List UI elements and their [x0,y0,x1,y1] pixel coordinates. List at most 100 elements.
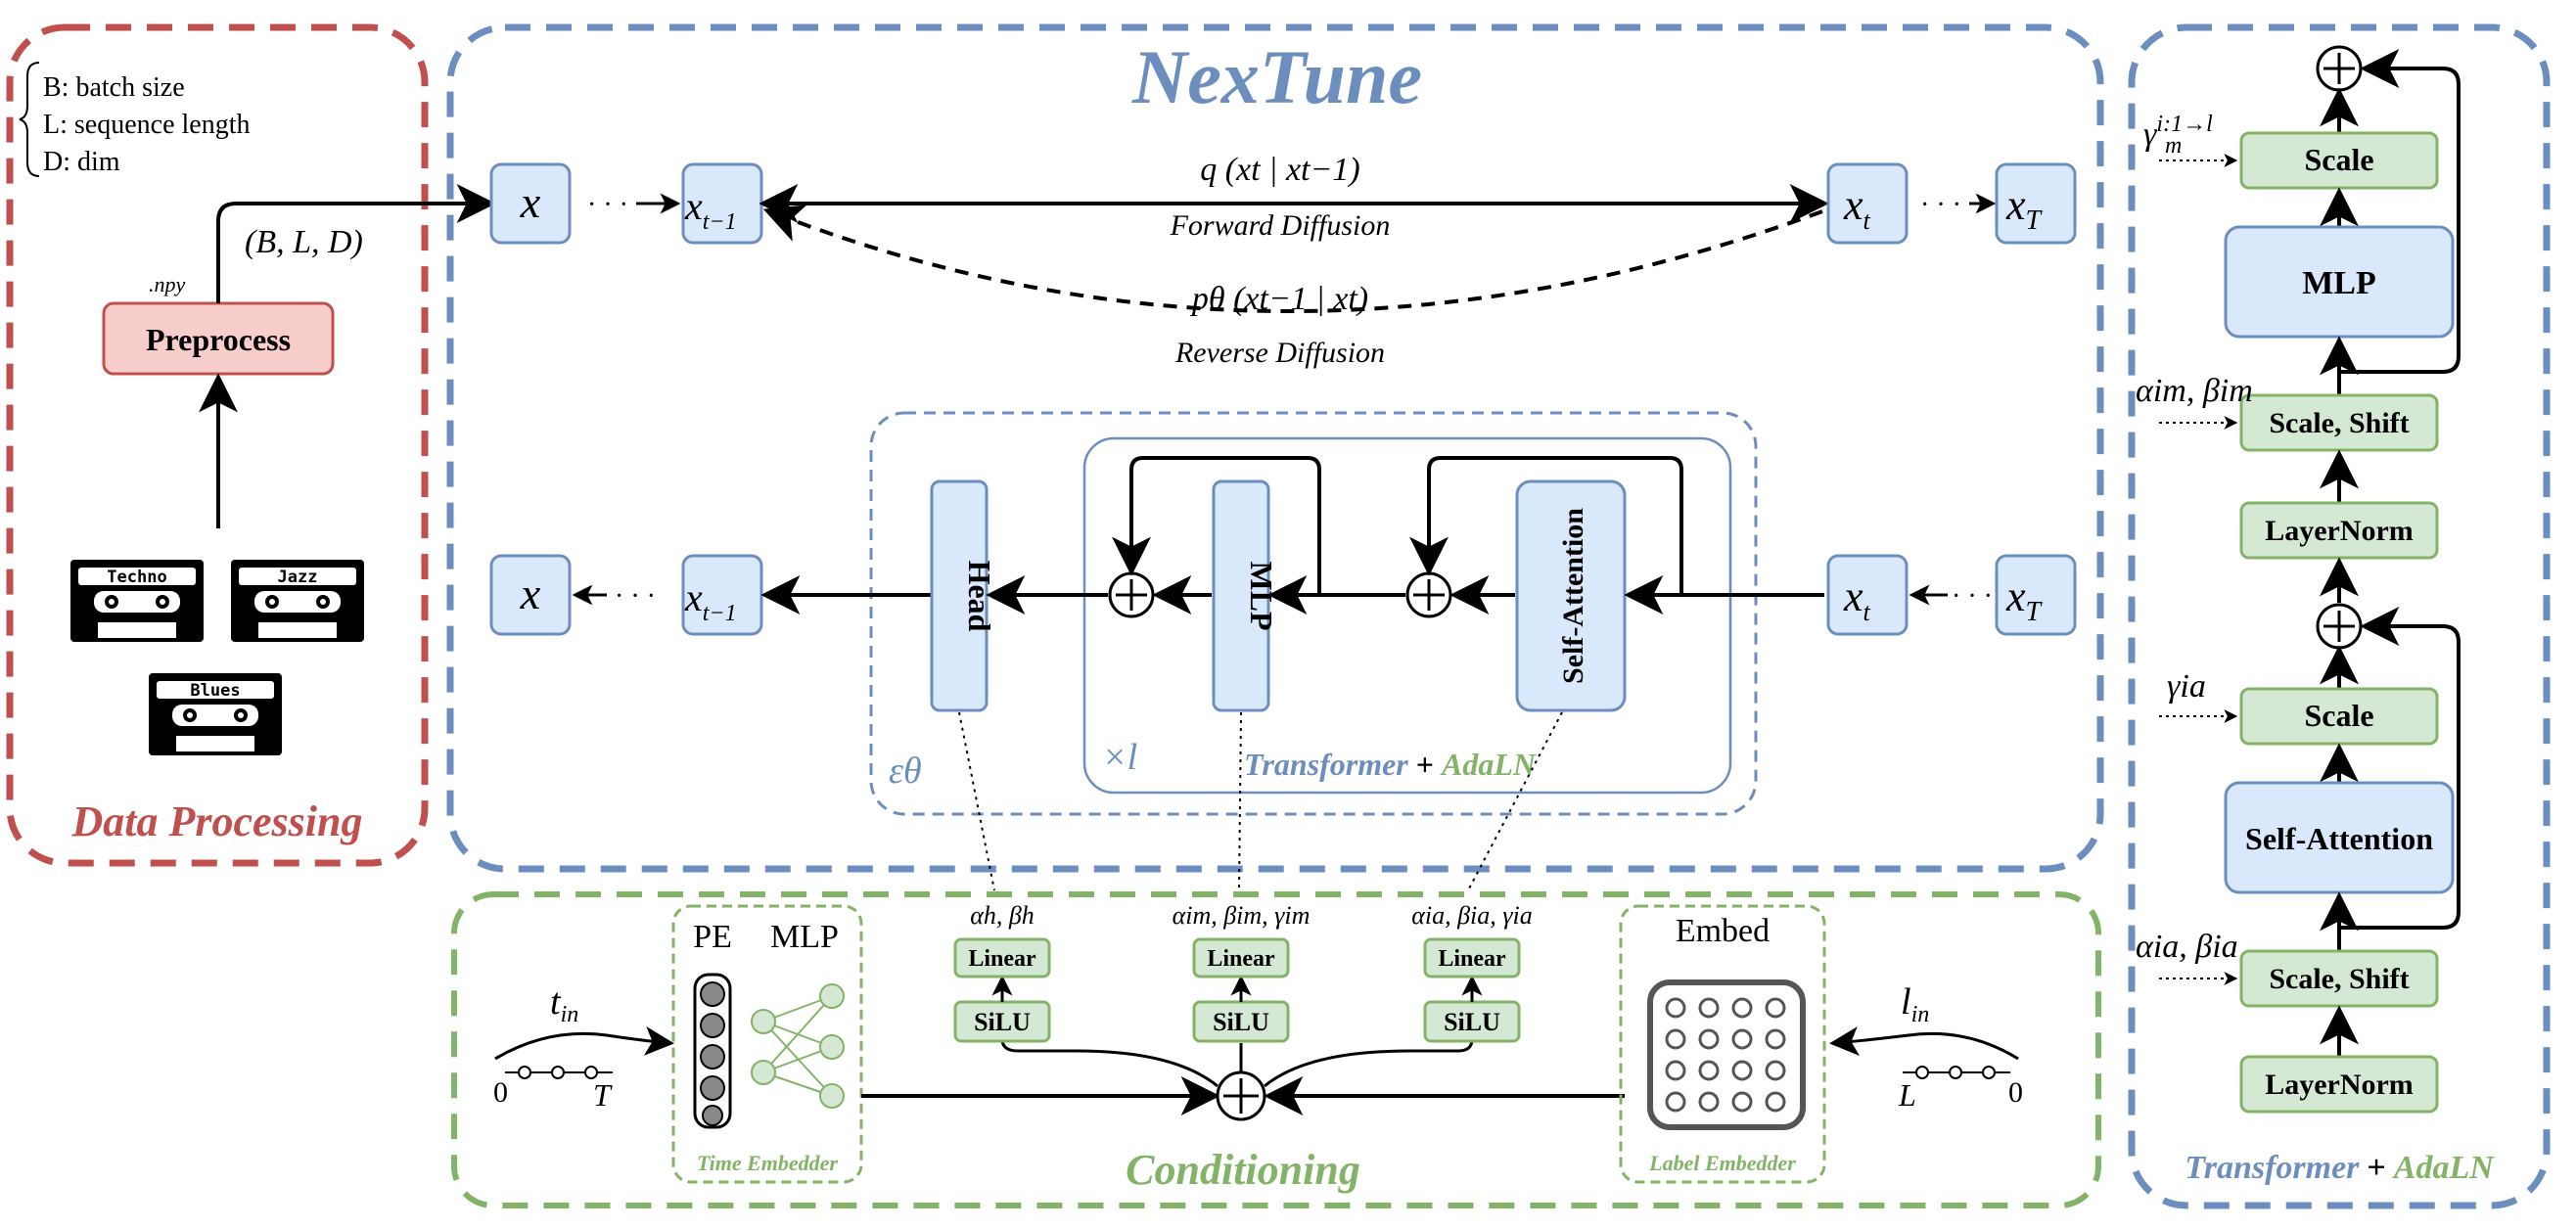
mlp-block: MLP [1212,479,1279,712]
svg-text:Linear: Linear [968,946,1036,972]
label-embedder-label: Label Embedder [1648,1151,1796,1175]
time-embedder-label: Time Embedder [697,1151,838,1175]
svg-text:xt: xt [1843,572,1871,626]
detail-mlp: MLP [2224,225,2455,339]
svg-text:Linear: Linear [1207,946,1275,972]
svg-text:Linear: Linear [1438,946,1506,972]
time-embedder-frame [671,904,863,1184]
svg-text:xt−1: xt−1 [684,575,737,626]
node-xt-top: xt [1826,162,1909,245]
t-T: T [593,1077,613,1113]
pe-label: PE [693,919,732,955]
svg-text:Scale: Scale [2304,698,2373,733]
node-xprev-top: xt−1 [681,162,763,245]
detail-scale-bottom: Scale [2239,687,2439,746]
skip-attn-arrow [1409,456,1683,595]
skip-mlp-arrow [1112,456,1321,595]
detail-layernorm-bottom: LayerNorm [2239,1055,2439,1114]
gamma-a-label: γia [2167,668,2206,705]
dots-top-left: · · · [587,190,628,220]
embed-label: Embed [1676,913,1770,949]
l-zero: 0 [2008,1076,2023,1109]
mlp-params-label: αim, βim, γim [1173,901,1311,930]
self-attention-block: Self-Attention [1515,479,1627,712]
cassette-techno-icon: Techno [70,560,204,642]
add-node-2-icon [1405,571,1452,618]
t-in-label: tin [550,981,578,1027]
svg-text:Scale: Scale [2304,142,2373,177]
pe-vector-icon [693,973,732,1129]
svg-text:x: x [520,177,541,227]
l-in-label: lin [1901,981,1929,1027]
head-params-label: αh, βh [970,901,1035,930]
attn-linear-box: Linear [1423,937,1521,979]
node-x0-top: x [489,162,572,245]
svg-text:xt: xt [1843,181,1871,235]
time-mlp-label: MLP [770,919,839,955]
data-processing-frame [6,23,429,867]
svg-text:xT: xT [2005,572,2044,627]
npy-label: .npy [149,272,186,296]
t-axis [505,1066,613,1079]
mlp-linear-box: Linear [1192,937,1290,979]
detail-scaleshift-m: Scale, Shift [2239,393,2439,452]
denoiser-frame [869,411,1758,816]
forward-formula: q (xt | xt−1) [1200,152,1360,188]
reverse-label: Reverse Diffusion [1174,337,1385,369]
dots-bottom-right: · · · [1952,581,1993,612]
detail-self-attention: Self-Attention [2224,781,2455,894]
t-curve [494,1025,674,1061]
detail-add-mid-icon [2316,603,2363,650]
shape-label: (B, L, D) [245,224,363,260]
mlp-silu-box: SiLU [1192,1000,1290,1043]
forward-label: Forward Diffusion [1170,209,1391,242]
transformer-adaln-label: Transformer+AdaLN [1244,747,1538,782]
transformer-block-frame [1082,436,1732,795]
sum-to-silu-attn [1264,1038,1474,1088]
legend-batch: B: batch size [43,72,185,103]
svg-text:SiLU: SiLU [1213,1008,1269,1036]
node-xprev-bottom: xt−1 [681,554,763,636]
detail-skip-bottom [2339,607,2461,930]
attn-silu-box: SiLU [1423,1000,1521,1043]
svg-text:xt−1: xt−1 [684,184,737,235]
reverse-formula: pθ (xt−1 | xt) [1190,281,1368,317]
detail-scale-top: Scale [2239,131,2439,190]
dots-top-right: · · · [1920,190,1961,220]
svg-text:Blues: Blues [190,681,240,701]
conditioning-frame [451,891,2101,1208]
embedding-table-icon [1647,979,1806,1130]
svg-text:Self-Attention: Self-Attention [2245,821,2433,856]
add-node-1-icon [1108,571,1155,618]
cond-link-attn [1467,711,1563,891]
t-zero: 0 [493,1076,508,1109]
legend-brace [19,62,40,177]
reverse-diffusion-arrow [762,205,1823,313]
epsilon-theta-label: εθ [889,751,922,792]
svg-text:x: x [520,569,541,618]
detail-layernorm-top: LayerNorm [2239,501,2439,560]
svg-text:MLP: MLP [2302,265,2376,301]
node-xT-top: xT [1995,162,2077,245]
detail-frame [2128,23,2551,1209]
cond-sum-node-icon [1216,1070,1266,1121]
gamma-m-sub: m [2165,133,2182,159]
legend-dim: D: dim [43,147,120,177]
head-linear-box: Linear [953,937,1051,979]
gamma-m-label: γi:1→l [2143,112,2213,153]
alpha-beta-m-label: αim, βim [2136,373,2253,409]
nextune-title: NexTune [1131,34,1422,119]
svg-text:Scale, Shift: Scale, Shift [2269,963,2409,995]
cond-link-head [958,711,995,891]
svg-text:Head: Head [962,561,997,632]
sum-to-silu-head [1000,1038,1219,1088]
cassette-jazz-icon: Jazz [231,560,364,642]
preprocess-label: Preprocess [146,322,291,357]
label-embedder-frame [1619,904,1826,1184]
svg-text:xT: xT [2005,181,2044,236]
detail-add-top-icon [2316,45,2363,92]
node-xT-bottom: xT [1995,554,2077,636]
repeat-label: ×l [1102,737,1137,778]
nextune-frame [446,23,2104,873]
